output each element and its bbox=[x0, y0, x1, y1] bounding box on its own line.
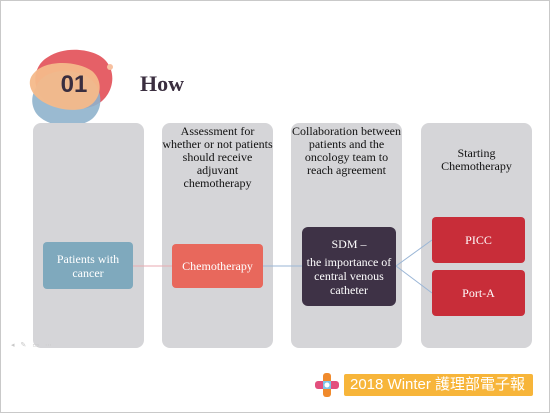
column-3-heading: Collaboration between patients and the o… bbox=[292, 124, 401, 177]
footer-brand: 2018 Winter 護理部電子報 bbox=[314, 371, 546, 399]
more-icon[interactable]: ⋯ bbox=[45, 341, 59, 349]
picc-box: PICC bbox=[432, 217, 525, 263]
color-blob-badge-icon bbox=[29, 49, 113, 131]
sdm-title: SDM – bbox=[331, 236, 367, 251]
column-4-heading: Starting Chemotherapy bbox=[441, 146, 512, 173]
slide-nav-controls[interactable]: ◂✎▭⋯ bbox=[11, 341, 58, 349]
slide-number: 01 bbox=[60, 71, 88, 98]
patients-with-cancer-box: Patients with cancer bbox=[43, 242, 133, 289]
pen-icon[interactable]: ✎ bbox=[20, 341, 33, 349]
slide-title: How bbox=[140, 71, 184, 96]
column-2-heading: Assessment for whether or not patients s… bbox=[162, 124, 273, 190]
port-a-box: Port-A bbox=[432, 270, 525, 316]
menu-icon[interactable]: ▭ bbox=[32, 341, 46, 349]
prev-slide-icon[interactable]: ◂ bbox=[11, 341, 21, 349]
footer-brand-text: 2018 Winter 護理部電子報 bbox=[344, 374, 534, 396]
sdm-body: the importance of central venous cathete… bbox=[306, 254, 392, 297]
chemotherapy-box: Chemotherapy bbox=[172, 244, 263, 288]
column-2: Assessment for whether or not patients s… bbox=[162, 123, 273, 348]
column-1 bbox=[33, 123, 144, 348]
heart-cross-logo-icon bbox=[315, 373, 339, 397]
sdm-box: SDM – the importance of central venous c… bbox=[302, 227, 396, 306]
